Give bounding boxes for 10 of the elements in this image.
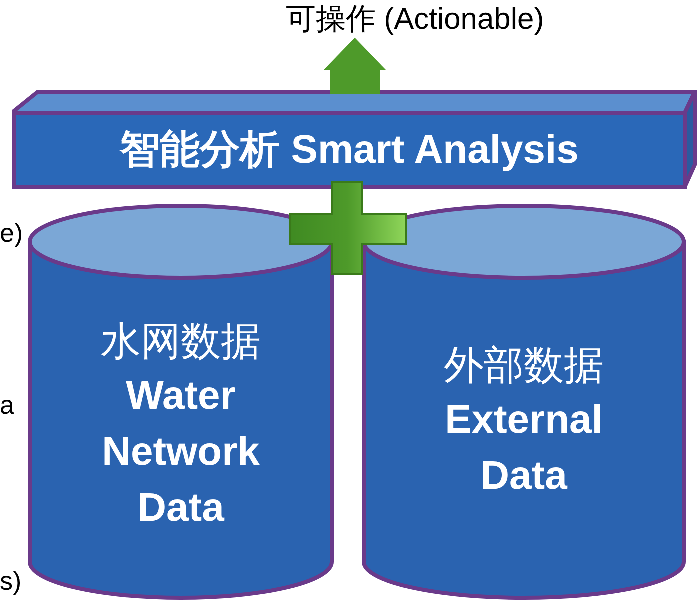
slab-label: 智能分析 Smart Analysis	[120, 130, 579, 170]
up-arrow	[324, 38, 386, 94]
side-text: e)	[0, 220, 24, 246]
cylinder-title: 水网数据	[101, 318, 261, 367]
side-text: a	[0, 392, 14, 418]
side-text: s)	[0, 568, 22, 594]
cylinder-label: External Data	[444, 397, 604, 500]
cylinder-label: Water Network Data	[101, 373, 261, 532]
cylinder-title: 外部数据	[444, 342, 604, 391]
outcome-text: 可操作 (Actionable)	[200, 4, 630, 36]
